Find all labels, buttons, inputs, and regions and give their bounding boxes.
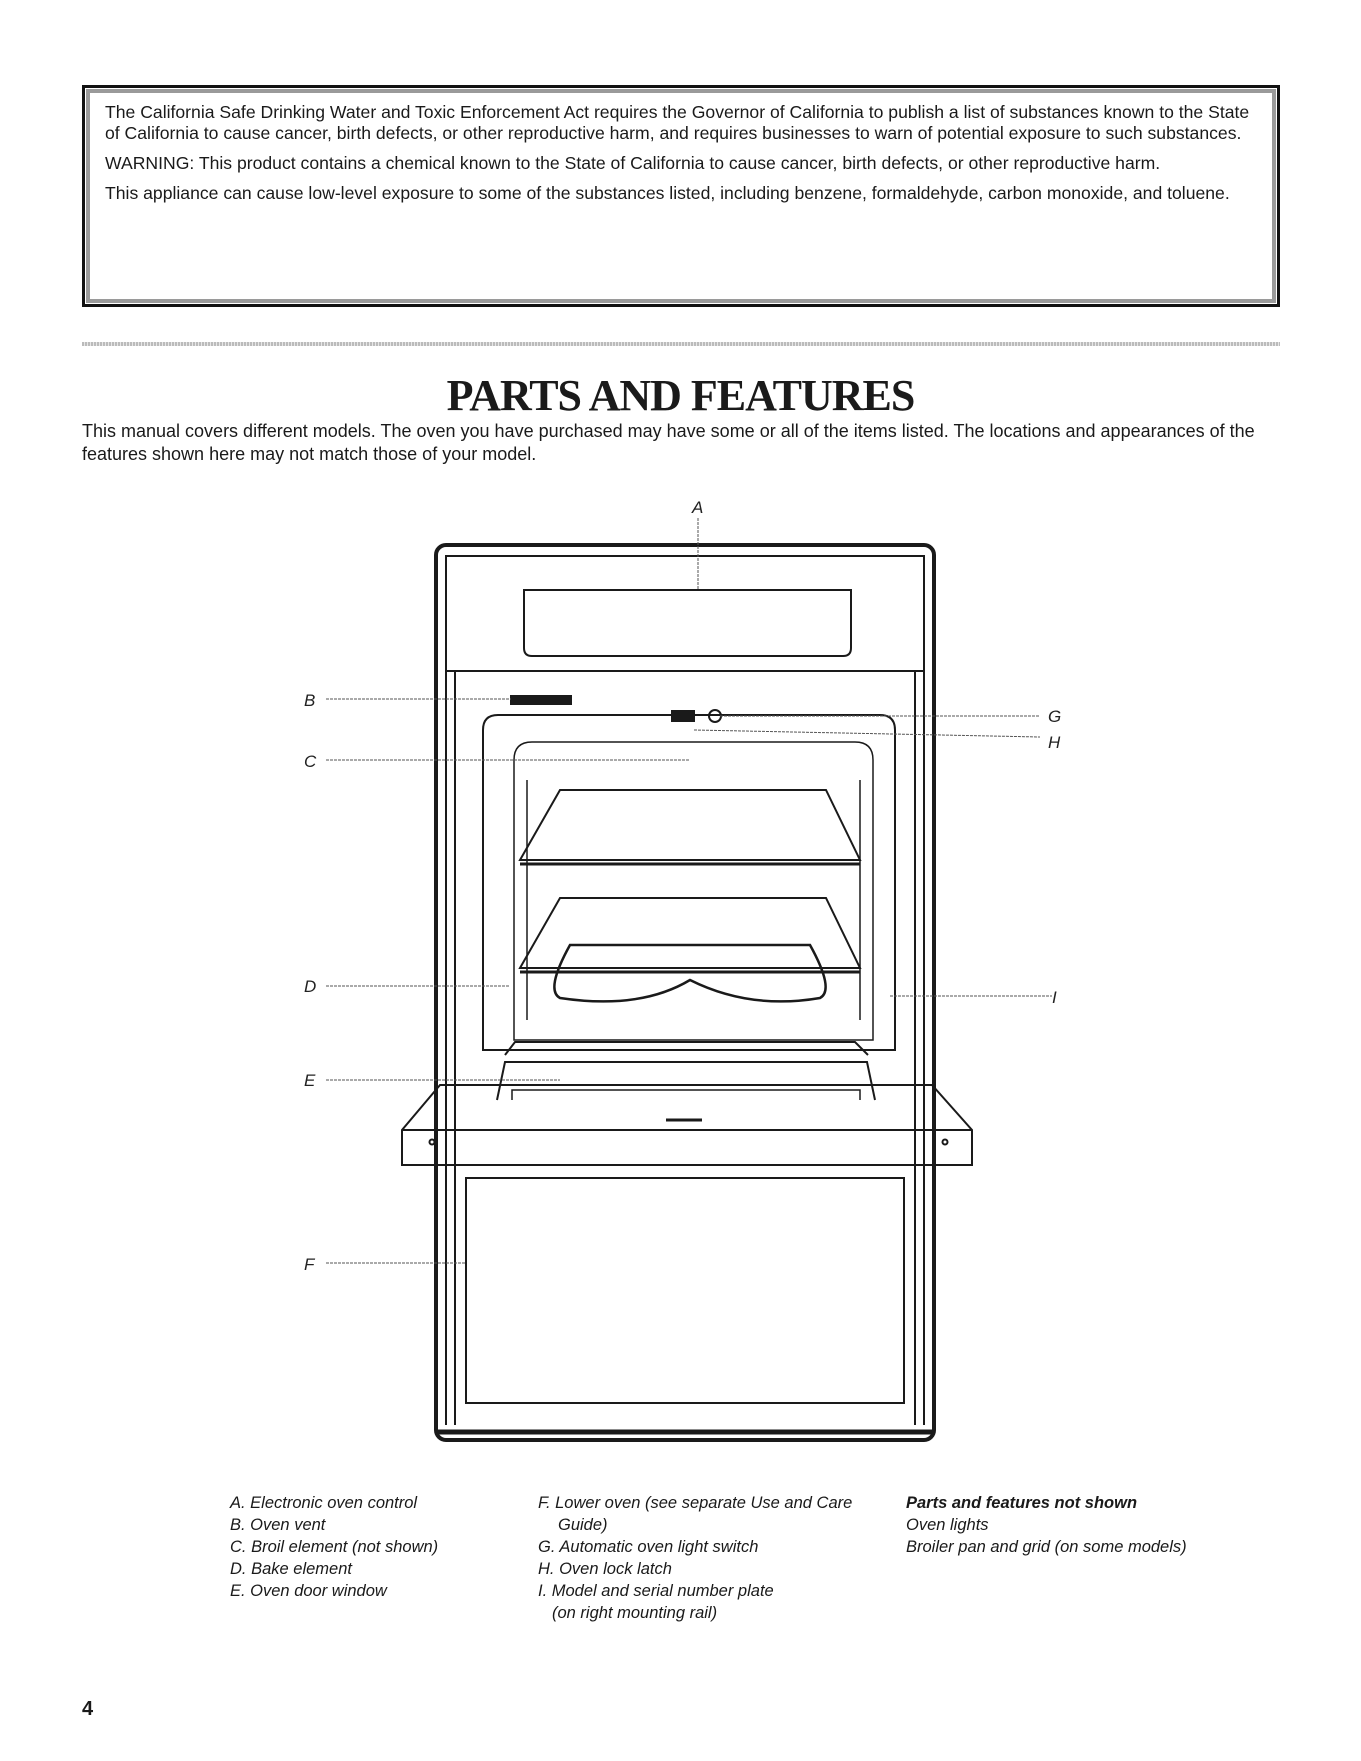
legend-item-a: A. Electronic oven control [230, 1494, 418, 1512]
intro-paragraph: This manual covers different models. The… [82, 421, 1255, 464]
section-divider [82, 342, 1280, 346]
oven-vent [510, 695, 572, 705]
oven-cavity [482, 714, 896, 1051]
legend-item-h: H. Oven lock latch [538, 1560, 672, 1578]
electronic-control-display [523, 589, 852, 657]
legend-item-g: G. Automatic oven light switch [538, 1538, 759, 1556]
legend-item-b: B. Oven vent [230, 1516, 326, 1534]
callout-i: I [1052, 988, 1057, 1007]
callout-d: D [304, 977, 316, 996]
legend-item-f-cont: Guide) [558, 1516, 608, 1534]
oven-cabinet [434, 543, 936, 1442]
callout-f: F [304, 1255, 316, 1274]
legend-item-f: F. Lower oven (see separate Use and Care [538, 1494, 853, 1512]
legend-item-d: D. Bake element [230, 1560, 352, 1578]
top-rack [518, 789, 862, 861]
legend-item-c: C. Broil element (not shown) [230, 1538, 439, 1556]
legend-item-oven-lights: Oven lights [906, 1516, 989, 1534]
legend-item-i-cont: (on right mounting rail) [552, 1604, 718, 1622]
lower-oven [465, 1177, 905, 1404]
callout-b: B [304, 691, 315, 710]
bake-element [553, 943, 827, 1003]
oven-diagram: A B C D E F G H I [304, 498, 1061, 1442]
legend-item-i: I. Model and serial number plate [538, 1582, 774, 1600]
bottom-rack [518, 897, 862, 969]
warning-paragraph-3: This appliance can cause low-level expos… [105, 183, 1230, 203]
legend-column-3: Parts and features not shown Oven lights… [906, 1492, 1187, 1558]
prop65-warning-box: The California Safe Drinking Water and T… [82, 85, 1280, 307]
page-title: PARTS AND FEATURES [446, 371, 916, 420]
callout-a: A [691, 498, 703, 517]
callout-c: C [304, 752, 317, 771]
legend-item-broiler-pan: Broiler pan and grid (on some models) [906, 1538, 1187, 1556]
page-number: 4 [82, 1698, 94, 1720]
legend-column-1: A. Electronic oven control B. Oven vent … [230, 1492, 438, 1602]
legend-heading-not-shown: Parts and features not shown [906, 1494, 1138, 1512]
callout-g: G [1048, 707, 1061, 726]
callout-h: H [1048, 733, 1061, 752]
callout-e: E [304, 1071, 316, 1090]
control-panel [445, 555, 925, 672]
warning-paragraph-1: The California Safe Drinking Water and T… [105, 102, 1250, 143]
warning-paragraph-2: WARNING: This product contains a chemica… [105, 153, 1161, 173]
oven-door-window [496, 1061, 876, 1101]
legend-item-e: E. Oven door window [230, 1582, 387, 1600]
legend-column-2: F. Lower oven (see separate Use and Care… [538, 1492, 852, 1624]
oven-door [401, 1084, 973, 1166]
oven-lock-latch [671, 710, 695, 722]
